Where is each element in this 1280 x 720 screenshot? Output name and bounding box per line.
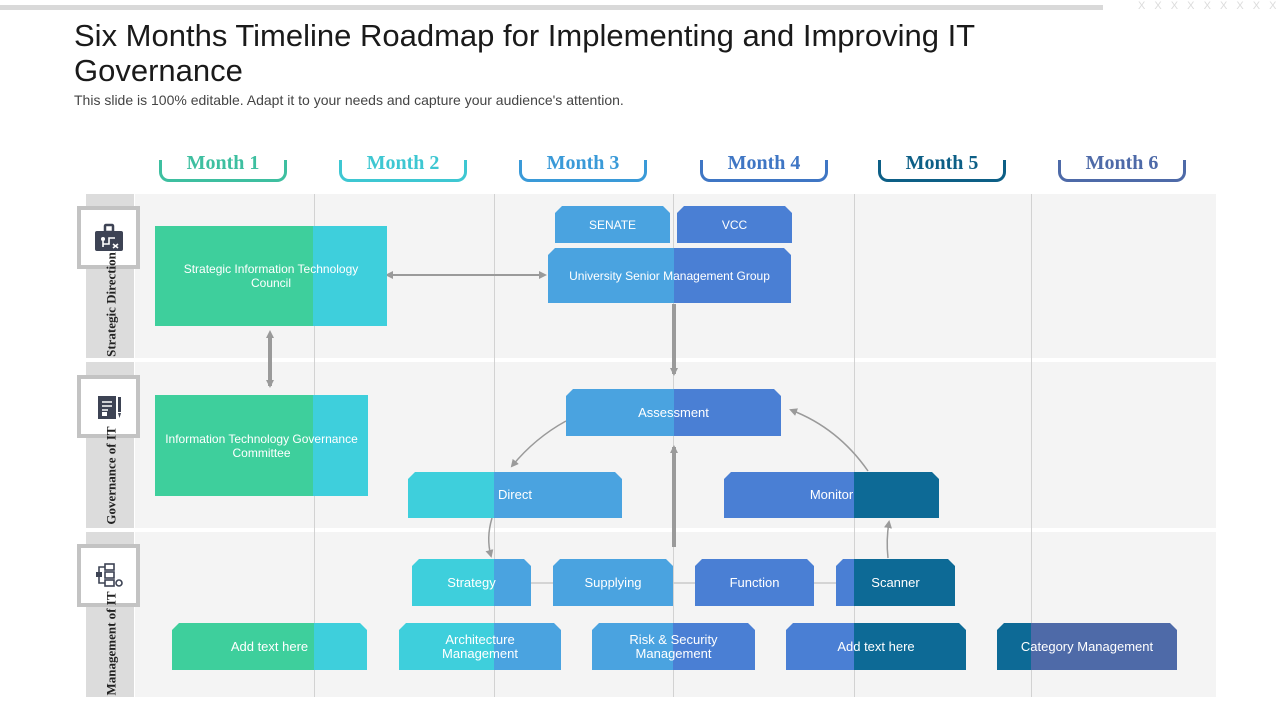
box-scanner: Scanner — [836, 559, 955, 606]
box-function: Function — [695, 559, 814, 606]
month-label: Month 1 — [186, 152, 260, 174]
box-assessment: Assessment — [566, 389, 781, 436]
row-label-strategic: Strategic Direction — [103, 252, 119, 357]
box-add-text-1: Add text here — [172, 623, 367, 670]
box-strategy: Strategy — [412, 559, 531, 606]
box-architecture-management: Architecture Management — [399, 623, 561, 670]
box-risk-security-management: Risk & Security Management — [592, 623, 755, 670]
month-header-2: Month 2 — [337, 152, 469, 182]
org-chart-icon — [77, 206, 140, 269]
box-vcc: VCC — [677, 206, 792, 243]
server-network-icon — [77, 544, 140, 607]
slide-subtitle: This slide is 100% editable. Adapt it to… — [74, 92, 624, 108]
month-header-6: Month 6 — [1056, 152, 1188, 182]
row-label-management: Management of IT — [103, 591, 119, 696]
row-label-governance: Governance of IT — [103, 426, 119, 525]
month-header-3: Month 3 — [517, 152, 649, 182]
column-divider — [854, 194, 855, 697]
month-label: Month 5 — [905, 152, 979, 174]
column-divider — [1031, 194, 1032, 697]
box-it-governance-committee: Information Technology Governance Commit… — [155, 395, 368, 496]
month-header-4: Month 4 — [698, 152, 830, 182]
box-university-senior-management: University Senior Management Group — [548, 248, 791, 303]
month-label: Month 6 — [1085, 152, 1159, 174]
month-header-1: Month 1 — [157, 152, 289, 182]
corner-marks: X X X X X X X X X — [1138, 0, 1280, 12]
top-accent-bar — [0, 5, 1103, 10]
row-band-management — [135, 532, 1216, 697]
month-label: Month 4 — [727, 152, 801, 174]
month-label: Month 2 — [366, 152, 440, 174]
column-divider — [494, 194, 495, 697]
month-header-5: Month 5 — [876, 152, 1008, 182]
box-direct: Direct — [408, 472, 622, 518]
box-add-text-2: Add text here — [786, 623, 966, 670]
document-checklist-icon — [77, 375, 140, 438]
month-label: Month 3 — [546, 152, 620, 174]
box-supplying: Supplying — [553, 559, 673, 606]
box-category-management: Category Management — [997, 623, 1177, 670]
box-monitor: Monitor — [724, 472, 939, 518]
box-strategic-it-council: Strategic Information Technology Council — [155, 226, 387, 326]
slide-title: Six Months Timeline Roadmap for Implemen… — [74, 18, 975, 88]
box-senate: SENATE — [555, 206, 670, 243]
